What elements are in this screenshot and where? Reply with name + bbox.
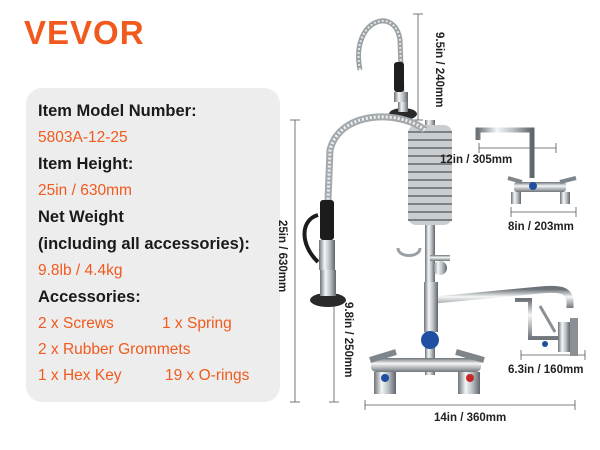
- net-weight-note: (including all accessories):: [38, 235, 250, 253]
- net-weight-label: Net Weight: [38, 208, 124, 226]
- faucet-illustration: [302, 113, 574, 394]
- accessory-item: 1 x Hex Key: [38, 367, 122, 384]
- item-height-value: 25in / 630mm: [38, 182, 132, 199]
- small-center-dimension: 8in / 203mm: [508, 221, 574, 233]
- spout-height-dimension: 9.8in / 250mm: [342, 302, 354, 378]
- accessories-row: 2 x Screws 1 x Spring: [38, 311, 280, 337]
- model-number-value: 5803A-12-25: [38, 129, 128, 146]
- small-spout-reach-dimension: 12in / 305mm: [440, 154, 513, 166]
- accessories-label: Accessories:: [38, 288, 141, 306]
- model-number-label: Item Model Number:: [38, 102, 197, 120]
- accessory-item: 19 x O-rings: [165, 367, 250, 384]
- item-height-label: Item Height:: [38, 155, 134, 173]
- specifications-panel: Item Model Number: 5803A-12-25 Item Heig…: [26, 88, 280, 402]
- wall-faucet-side-icon: [515, 298, 578, 356]
- sprayer-hose-dimension: 9.5in / 240mm: [433, 32, 445, 108]
- overall-height-dimension: 25in / 630mm: [276, 220, 288, 293]
- wall-depth-dimension: 6.3in / 160mm: [508, 364, 584, 376]
- accessories-row: 2 x Rubber Grommets: [38, 337, 280, 363]
- vevor-logo: VEVOR: [24, 14, 145, 51]
- accessories-row: 1 x Hex Key 19 x O-rings: [38, 363, 280, 389]
- base-width-dimension: 14in / 360mm: [434, 412, 507, 424]
- spring-coil: [408, 125, 452, 225]
- wall-faucet-front-icon: [475, 127, 577, 204]
- accessory-item: 2 x Screws: [38, 315, 114, 332]
- accessory-item: 2 x Rubber Grommets: [38, 341, 191, 358]
- net-weight-value: 9.8lb / 4.4kg: [38, 262, 123, 279]
- accessory-item: 1 x Spring: [162, 315, 232, 332]
- sprayer-detail-icon: [356, 18, 417, 120]
- dimension-lines: [290, 13, 586, 410]
